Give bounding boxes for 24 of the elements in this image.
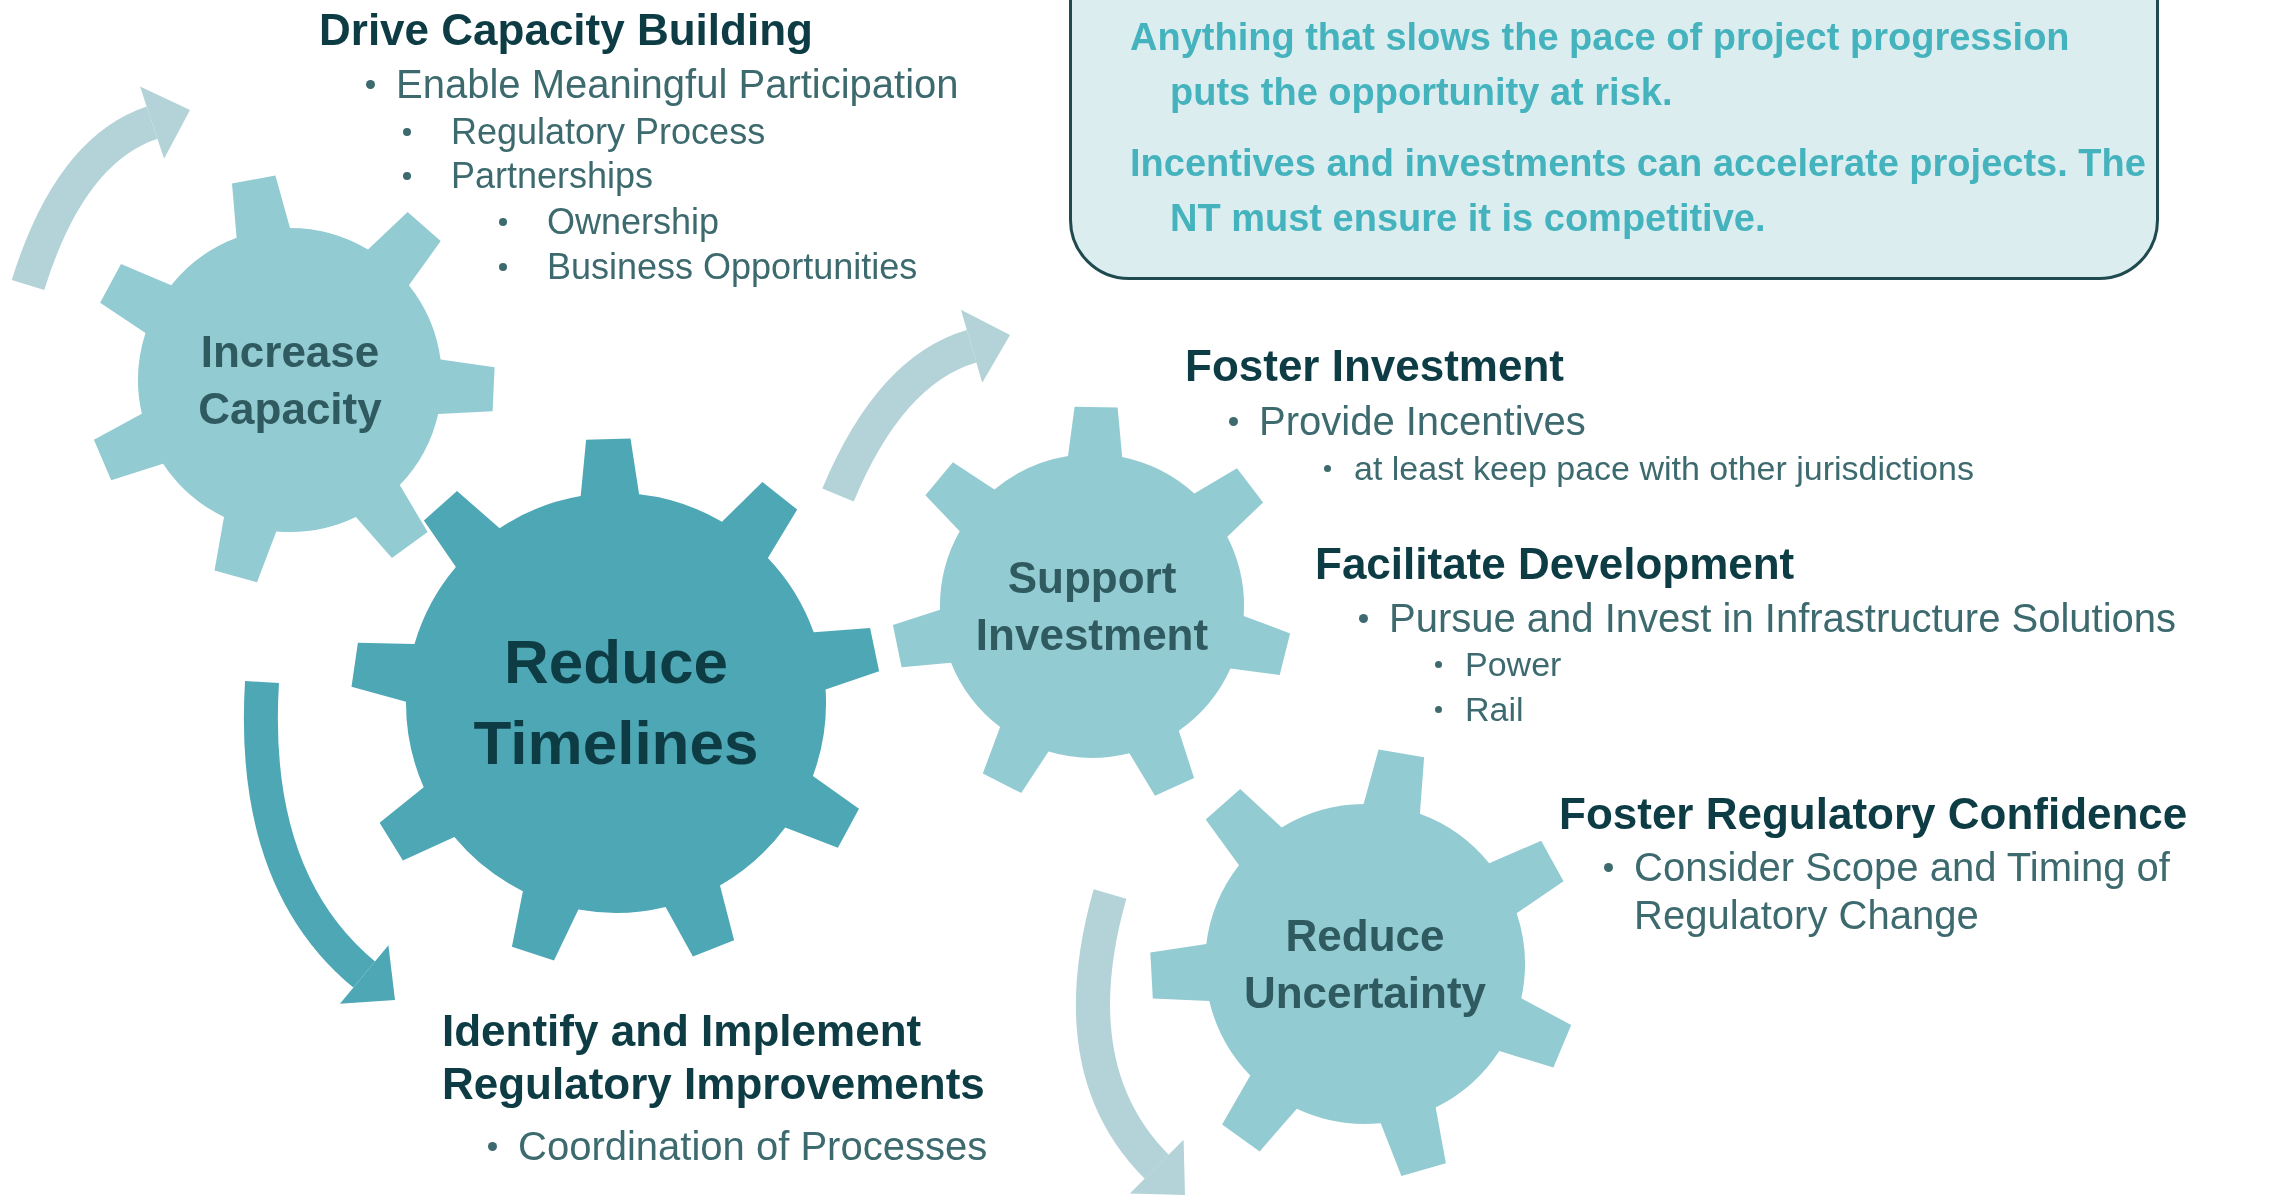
- gear-label: Reduce Uncertainty: [1242, 909, 1488, 1019]
- heading: Foster Regulatory Confidence: [1559, 788, 2188, 840]
- bullet-item: Coordination of Processes: [518, 1123, 988, 1170]
- callout-text: Anything that slows the pace of project progression puts the opportunity at risk.: [1130, 15, 2071, 116]
- heading: Foster Investment: [1185, 340, 1564, 392]
- gear-label: Increase Capacity: [197, 325, 383, 435]
- bullet-item: Provide Incentives: [1259, 398, 1586, 445]
- bullet-item: Enable Meaningful Participation: [396, 61, 959, 108]
- bullet-item: Regulatory Process: [451, 110, 766, 154]
- bullet-item: Business Opportunities: [547, 245, 918, 289]
- bullet-item: Partnerships: [451, 154, 654, 198]
- bullet-item: Ownership: [547, 200, 720, 244]
- bullet-item: at least keep pace with other jurisdictions: [1354, 448, 1974, 489]
- gear-label: Support Investment: [974, 551, 1210, 661]
- gear-label: Reduce Timelines: [472, 626, 760, 779]
- callout-text: Incentives and investments can accelerate projects. The NT must ensure it is competitive.: [1130, 141, 2147, 242]
- heading: Identify and Implement Regulatory Improvements: [442, 1005, 986, 1110]
- bullet-item: Consider Scope and Timing of Regulatory Change: [1634, 844, 2171, 939]
- bullet-item: Pursue and Invest in Infrastructure Solutions: [1389, 595, 2177, 642]
- bullet-item: Power: [1465, 644, 1562, 685]
- heading: Facilitate Development: [1315, 538, 1795, 590]
- callout-box: [1069, 0, 2159, 280]
- heading: Drive Capacity Building: [319, 4, 813, 56]
- bullet-item: Rail: [1465, 689, 1524, 730]
